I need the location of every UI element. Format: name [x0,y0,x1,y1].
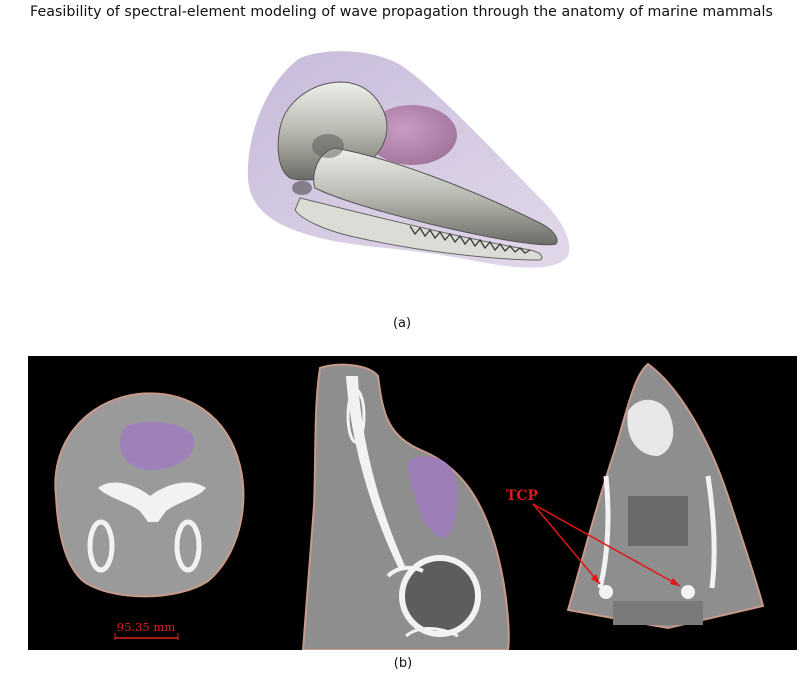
ct-slice-coronal: 95.35 mm [54,392,245,640]
tcp-right [681,585,695,599]
melon-overlay-coronal [120,422,195,471]
melon-overlay-sagittal [408,456,458,538]
tcp-label: TCP [506,488,539,504]
caption-a: (a) [392,316,412,331]
tcp-arrow-left [532,503,601,585]
ct-slice-sagittal [301,363,510,650]
tcp-arrow-right [532,503,681,587]
ct-slice-axial [566,362,765,630]
ct-slices-panel: 95.35 mm TCP [28,356,797,650]
scale-bar-label: 95.35 mm [117,620,175,634]
caption-b: (b) [393,656,413,671]
skull-3d-rendering [247,51,570,268]
ct-slices-svg: 95.35 mm TCP [54,362,765,650]
melon [367,105,457,165]
teeth-row [409,225,531,254]
skull-rostrum [313,147,558,246]
page-title: Feasibility of spectral-element modeling… [30,4,773,20]
tcp-left [599,585,613,599]
